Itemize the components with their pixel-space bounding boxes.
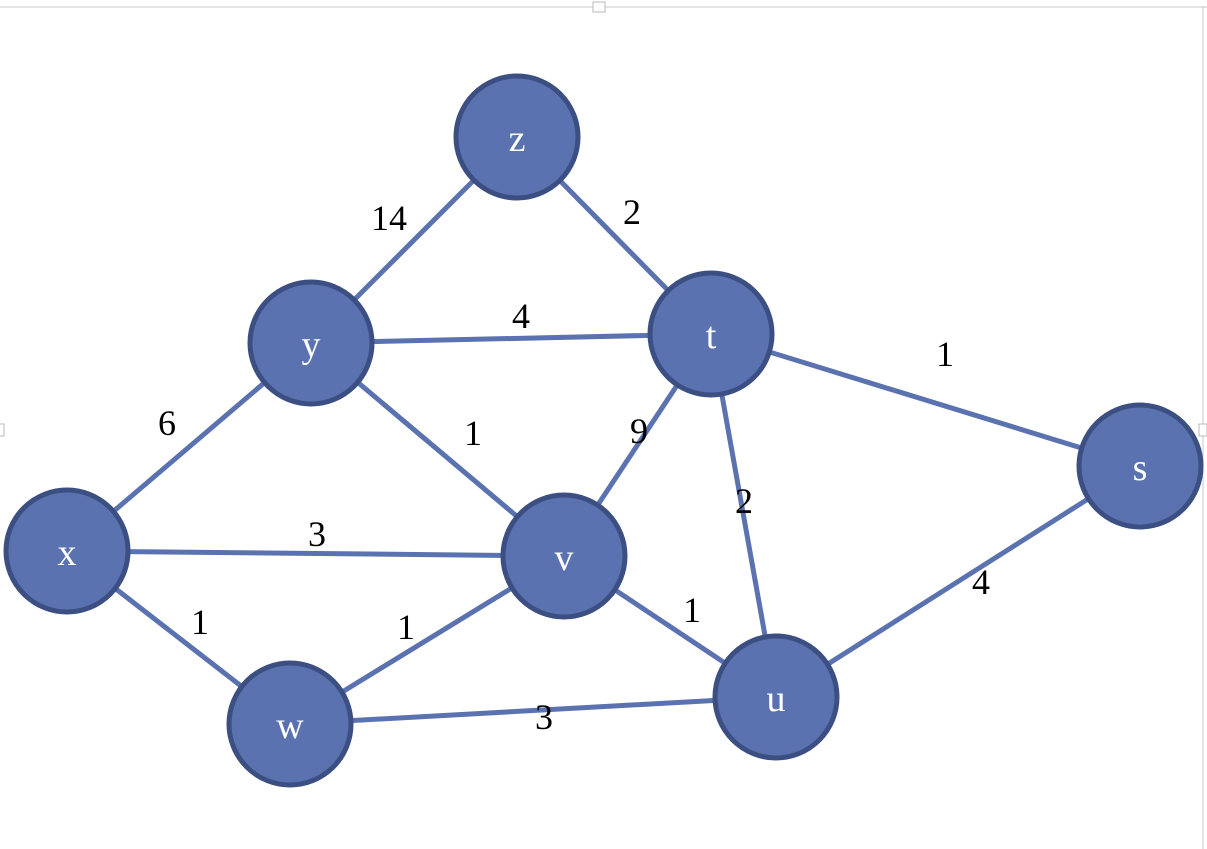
node-label-s: s [1133,447,1148,489]
edge-weight-x-v: 3 [308,514,326,554]
edge-t-s [710,331,1141,469]
edge-weight-w-v: 1 [397,607,415,647]
node-circle-x [3,487,131,615]
node-circle-y [247,279,375,407]
edge-weight-x-w: 1 [191,602,209,642]
node-label-t: t [706,315,717,357]
edge-weight-u-s: 4 [972,562,990,602]
resize-handle-top[interactable] [592,1,606,13]
edge-weight-y-z: 14 [371,198,407,238]
node-label-y: y [302,324,321,366]
edge-weight-t-u: 2 [735,481,753,521]
edge-weight-v-u: 1 [683,590,701,630]
edge-weight-y-v: 1 [464,413,482,453]
edge-x-v [66,548,565,559]
node-v: v [500,492,628,620]
node-circle-u [712,633,840,761]
edge-weight-z-t: 2 [623,192,641,232]
node-u: u [712,633,840,761]
edge-u-s [774,463,1142,700]
edge-weight-v-t: 9 [630,411,648,451]
weights-layer: 14 2 4 1 6 1 9 2 3 1 1 1 3 4 [158,192,990,737]
node-circle-v [500,492,628,620]
nodes-layer: z y t s x v w u [3,73,1204,788]
resize-handle-left[interactable] [0,423,5,437]
edge-weight-x-y: 6 [158,403,176,443]
node-t: t [647,270,775,398]
edge-w-u [289,694,777,727]
edge-weight-w-u: 3 [535,697,553,737]
node-circle-w [226,660,354,788]
edge-y-t [310,331,712,346]
node-w: w [226,660,354,788]
node-label-v: v [555,537,574,579]
node-label-x: x [58,532,77,574]
edges-layer [65,135,1142,727]
node-circle-t [647,270,775,398]
node-circle-s [1076,402,1204,530]
node-x: x [3,487,131,615]
edge-weight-y-t: 4 [512,296,530,336]
node-label-w: w [276,705,304,747]
node-z: z [453,73,581,201]
node-label-u: u [767,678,786,720]
node-s: s [1076,402,1204,530]
node-label-z: z [509,118,526,160]
resize-handle-right[interactable] [1198,423,1207,437]
edge-weight-t-s: 1 [936,334,954,374]
node-circle-z [453,73,581,201]
node-y: y [247,279,375,407]
